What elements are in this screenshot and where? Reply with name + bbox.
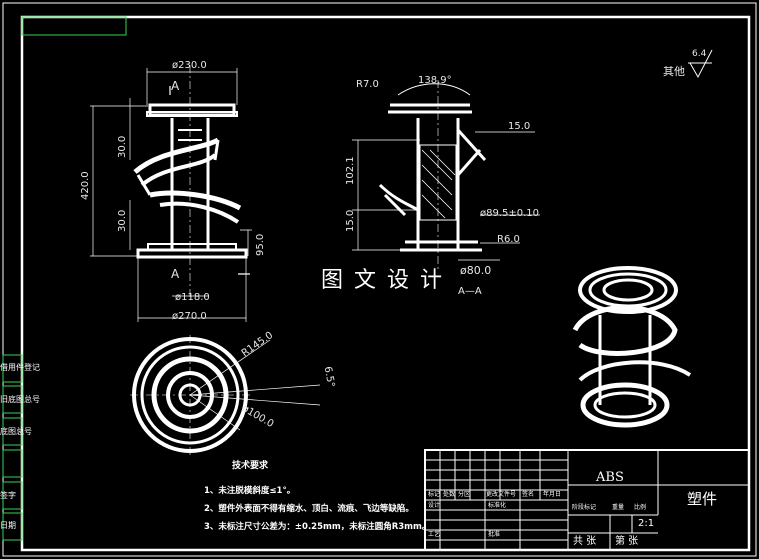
- sheet-number: 第 张: [615, 536, 639, 547]
- top-view: [130, 335, 321, 455]
- weight-label: 重量: [612, 504, 625, 511]
- stage-label: 阶段标记: [572, 504, 597, 511]
- side-label-2: 底图总号: [0, 427, 32, 436]
- tech-req-item-1: 1、未注脱模斜度≤1°。: [204, 486, 296, 496]
- row-label-0: 标记: [428, 491, 441, 498]
- binding-strip: [2, 354, 23, 541]
- dim-radius-bottom: R6.0: [497, 234, 520, 245]
- tech-req-item-3: 3、未标注尺寸公差为：±0.25mm，未标注圆角R3mm。: [204, 522, 431, 532]
- isometric-view: [572, 266, 692, 428]
- dim-inner-width: ø118.0: [175, 292, 210, 303]
- row-label-1: 处数: [443, 491, 456, 498]
- tech-req-item-2: 2、塑件外表面不得有缩水、顶白、流痕、飞边等缺陷。: [204, 504, 414, 514]
- row-label-3: 更改文件号: [486, 491, 517, 498]
- sheet-count: 共 张: [573, 536, 597, 547]
- process-label: 工艺: [428, 531, 441, 538]
- row-label-5: 年月日: [543, 491, 562, 498]
- approve-label: 批准: [488, 531, 501, 538]
- code-box: [21, 16, 127, 36]
- scale-label: 比例: [634, 504, 647, 511]
- dim-base-height: 95.0: [255, 233, 266, 256]
- design-label: 设计: [428, 502, 441, 509]
- dim-radius-top: R7.0: [356, 79, 379, 90]
- dim-low-step: 15.0: [345, 209, 356, 232]
- side-label-1: 旧底图总号: [0, 395, 40, 404]
- part-name: 塑件: [687, 490, 718, 508]
- surface-finish-label: 其他: [663, 65, 685, 78]
- surface-finish-symbol: [688, 49, 713, 79]
- dim-base-dia: ø80.0: [460, 264, 492, 277]
- material-text: ABS: [596, 470, 624, 485]
- section-mark-top: A: [171, 79, 180, 93]
- title-block: [424, 449, 750, 551]
- dim-mid-height: 102.1: [345, 156, 356, 185]
- section-mark-bottom: A: [171, 267, 180, 281]
- section-label: A—A: [458, 286, 482, 297]
- row-label-4: 签名: [522, 491, 535, 498]
- side-label-4: 日期: [0, 521, 16, 530]
- dim-overall-height: 420.0: [80, 171, 91, 200]
- row-label-2: 分区: [458, 491, 471, 498]
- standardize-label: 标准化: [488, 502, 507, 509]
- dim-lower-step: 30.0: [117, 209, 128, 232]
- scale-value: 2:1: [638, 518, 655, 529]
- dim-bore: ø89.5±0.10: [480, 208, 540, 219]
- section-view: [352, 80, 540, 270]
- watermark-text: 图 文 设 计: [321, 268, 444, 293]
- side-label-0: 借用件登记: [0, 363, 40, 372]
- dim-right-step: 15.0: [508, 121, 531, 132]
- surface-finish-value: 6.4: [692, 49, 707, 59]
- dim-bottom-width: ø270.0: [172, 311, 207, 322]
- inner-border: [20, 15, 751, 552]
- dim-top-width: ø230.0: [172, 60, 207, 71]
- tech-req-title: 技术要求: [232, 461, 269, 471]
- front-view: [90, 65, 252, 322]
- dim-upper-step: 30.0: [117, 135, 128, 158]
- side-label-3: 签字: [0, 491, 16, 500]
- dim-angle: 138.9°: [418, 75, 452, 86]
